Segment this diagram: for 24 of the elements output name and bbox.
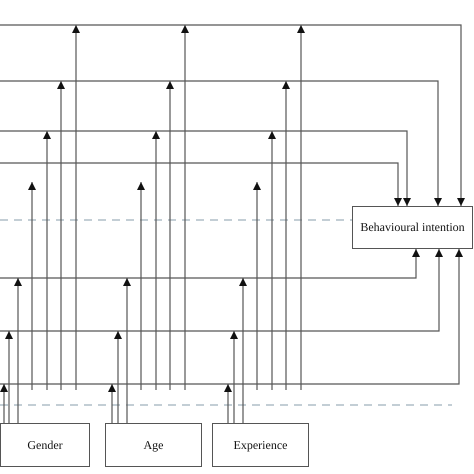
- arrow: [224, 384, 232, 423]
- arrow: [0, 24, 465, 206]
- arrow: [239, 278, 247, 423]
- arrow: [0, 249, 463, 385]
- arrow: [0, 80, 442, 206]
- arrow: [0, 384, 8, 423]
- arrow: [0, 130, 411, 206]
- construct-box: [212, 423, 309, 467]
- arrow: [230, 331, 238, 423]
- construct-box: [105, 423, 202, 467]
- arrow: [0, 162, 402, 206]
- construct-label: Age: [144, 438, 164, 452]
- construct-box: [0, 423, 90, 467]
- construct-box: [352, 206, 473, 249]
- arrow: [0, 249, 443, 332]
- arrow: [0, 249, 420, 279]
- construct-label: Gender: [27, 438, 63, 452]
- construct-label: Behavioural intention: [360, 220, 465, 235]
- arrow: [14, 278, 22, 423]
- arrow: [5, 331, 13, 423]
- construct-label: Experience: [234, 438, 288, 452]
- arrow: [108, 384, 116, 423]
- arrow: [114, 331, 122, 423]
- arrow: [123, 278, 131, 423]
